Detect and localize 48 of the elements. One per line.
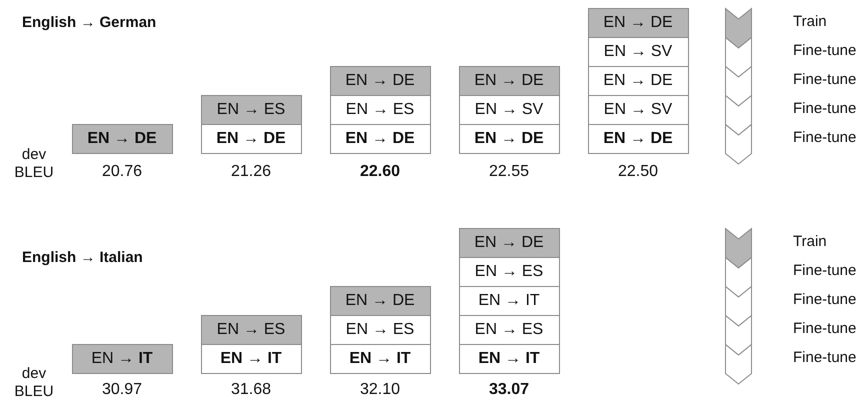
score-value: 21.26 — [230, 163, 272, 181]
language-pair-box: EN → IT — [330, 344, 430, 374]
step-label: Fine-tune — [793, 349, 856, 366]
language-pair-box: EN → ES — [330, 95, 430, 125]
language-pair-box: EN → DE — [458, 228, 560, 258]
score-value: 22.55 — [488, 163, 530, 181]
step-label: Fine-tune — [793, 129, 856, 146]
metric-label: dev BLEU — [13, 365, 55, 401]
step-label: Fine-tune — [793, 100, 856, 117]
language-pair-box: EN → ES — [458, 257, 560, 287]
step-label: Fine-tune — [793, 320, 856, 337]
language-pair-box: EN → SV — [458, 95, 560, 125]
language-pair-box: EN → ES — [200, 95, 302, 125]
step-label: Fine-tune — [793, 71, 856, 88]
score-value: 33.07 — [488, 381, 530, 399]
language-pair-box: EN → ES — [458, 315, 560, 345]
metric-label: dev BLEU — [13, 146, 55, 182]
section-title: English → German — [22, 14, 156, 31]
language-pair-box: EN → IT — [458, 344, 560, 374]
language-pair-box: EN → ES — [200, 315, 302, 345]
step-label: Fine-tune — [793, 42, 856, 59]
score-value: 22.60 — [358, 163, 402, 181]
language-pair-box: EN → DE — [200, 124, 302, 154]
score-value: 31.68 — [230, 381, 272, 399]
score-value: 32.10 — [358, 381, 402, 399]
language-pair-box: EN → DE — [458, 66, 560, 96]
language-pair-box: EN → IT — [458, 286, 560, 316]
language-pair-box: EN → DE — [72, 124, 172, 154]
language-pair-box: EN → SV — [588, 95, 688, 125]
language-pair-box: EN → DE — [330, 124, 430, 154]
step-label: Fine-tune — [793, 262, 856, 279]
step-label: Fine-tune — [793, 291, 856, 308]
score-value: 20.76 — [100, 163, 144, 181]
language-pair-box: EN → ES — [330, 315, 430, 345]
section-title: English → Italian — [22, 249, 143, 266]
language-pair-box: EN → IT — [200, 344, 302, 374]
language-pair-box: EN → DE — [330, 286, 430, 316]
language-pair-box: EN → DE — [588, 124, 688, 154]
step-label: Train — [793, 233, 827, 250]
language-pair-box: EN → DE — [330, 66, 430, 96]
language-pair-box: EN → SV — [588, 37, 688, 67]
language-pair-box: EN → IT — [72, 344, 172, 374]
language-pair-box: EN → DE — [588, 66, 688, 96]
language-pair-box: EN → DE — [458, 124, 560, 154]
step-label: Train — [793, 13, 827, 30]
score-value: 22.50 — [616, 163, 660, 181]
score-value: 30.97 — [100, 381, 144, 399]
language-pair-box: EN → DE — [588, 8, 688, 38]
